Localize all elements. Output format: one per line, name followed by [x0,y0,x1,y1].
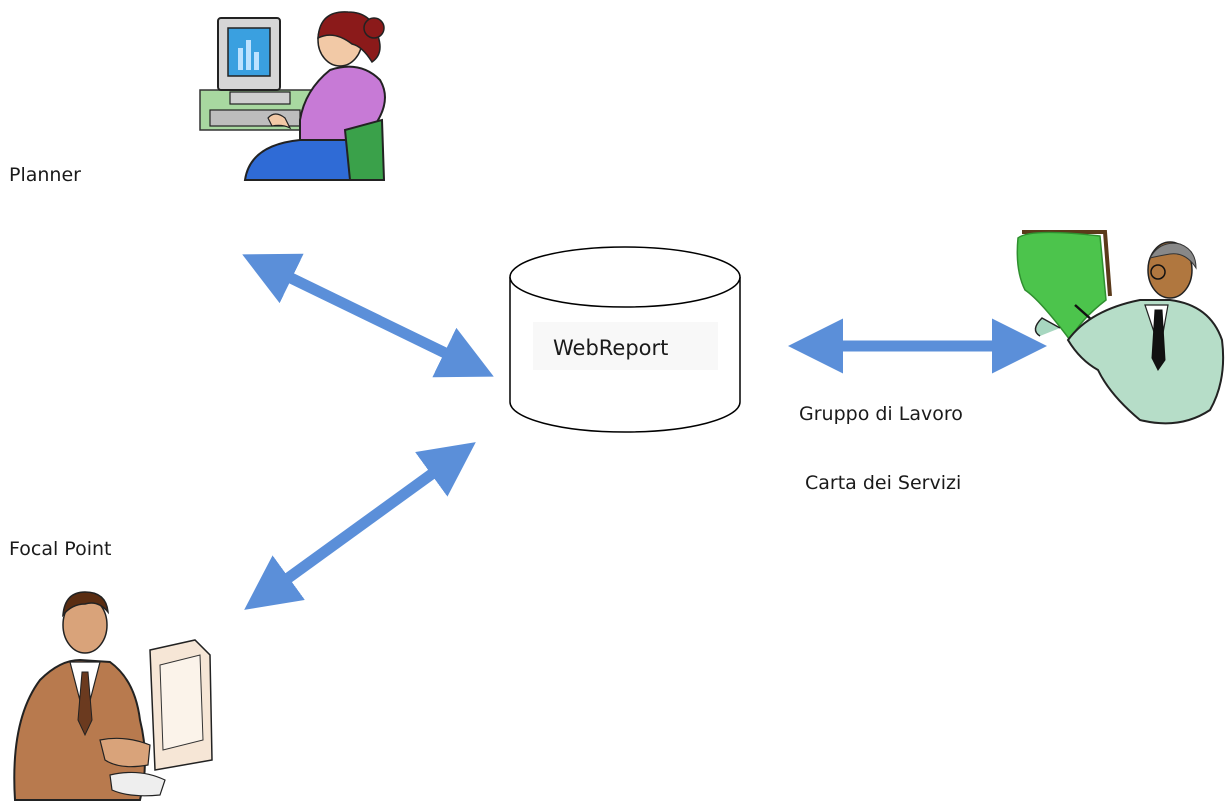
gruppo-di-lavoro-label: Gruppo di Lavoro [799,403,963,425]
woman-at-computer-icon [199,11,386,181]
webreport-label: WebReport [553,336,669,360]
connector-planner-webreport [242,253,494,378]
planner-label: Planner [9,164,81,186]
presenter-at-board-icon [1016,230,1225,425]
connector-focalpoint-webreport [244,442,476,610]
carta-dei-servizi-label: Carta dei Servizi [805,472,962,494]
man-at-computer-icon [13,591,213,801]
focal-point-label: Focal Point [9,538,112,560]
database-icon [509,246,741,433]
